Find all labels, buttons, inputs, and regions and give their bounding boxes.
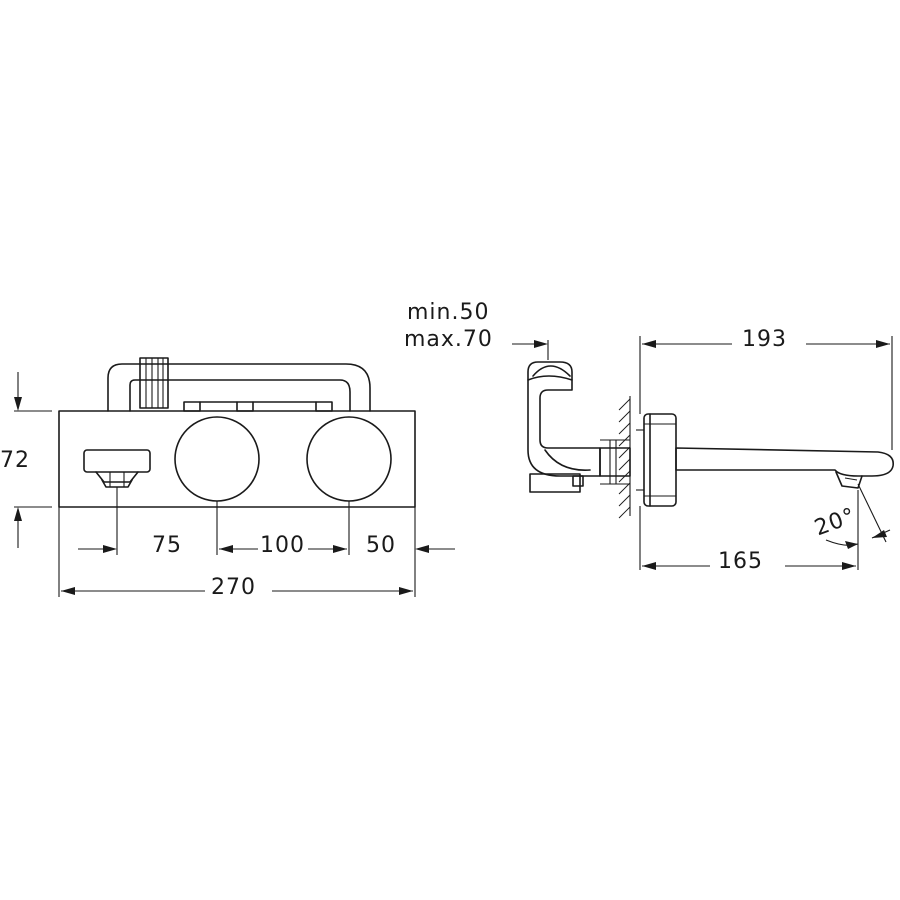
dimension-height-label: 72 <box>0 448 30 473</box>
dimension-spacing-75-label: 75 <box>152 533 182 558</box>
concealed-body <box>527 361 601 477</box>
wall-hatch <box>618 396 631 519</box>
left-handle <box>174 416 260 502</box>
wall-depth-min-label: min.50 <box>407 300 489 325</box>
dimension-spacing-100-label: 100 <box>260 533 305 558</box>
dimension-overall-width-label: 270 <box>211 575 256 600</box>
dimension-spacing: 75 100 50 <box>78 533 455 558</box>
spout <box>675 447 895 477</box>
side-view: min.50 max.70 193 165 20° <box>404 300 895 574</box>
dimension-overall-width: 270 <box>61 575 413 600</box>
dimension-overall-depth-label: 193 <box>742 327 787 352</box>
dimension-spacing-50-label: 50 <box>366 533 396 558</box>
aerator <box>835 471 863 489</box>
dimension-spout-reach: 165 <box>642 549 856 574</box>
right-handle <box>306 416 392 502</box>
dimension-height: 72 <box>0 372 30 548</box>
dimension-overall-depth: 193 <box>642 327 890 352</box>
cover-plate <box>58 410 416 508</box>
dimension-wall-depth: min.50 max.70 <box>404 300 548 352</box>
wall-flange <box>636 413 677 507</box>
dimension-spout-reach-label: 165 <box>718 549 763 574</box>
diverter-button <box>83 449 151 488</box>
pipe-fitting <box>139 357 169 409</box>
front-view: 72 75 100 50 270 <box>0 357 455 600</box>
concealed-pipe <box>107 363 371 412</box>
dimension-spout-angle-label: 20° <box>811 503 859 541</box>
wall-depth-max-label: max.70 <box>404 327 493 352</box>
